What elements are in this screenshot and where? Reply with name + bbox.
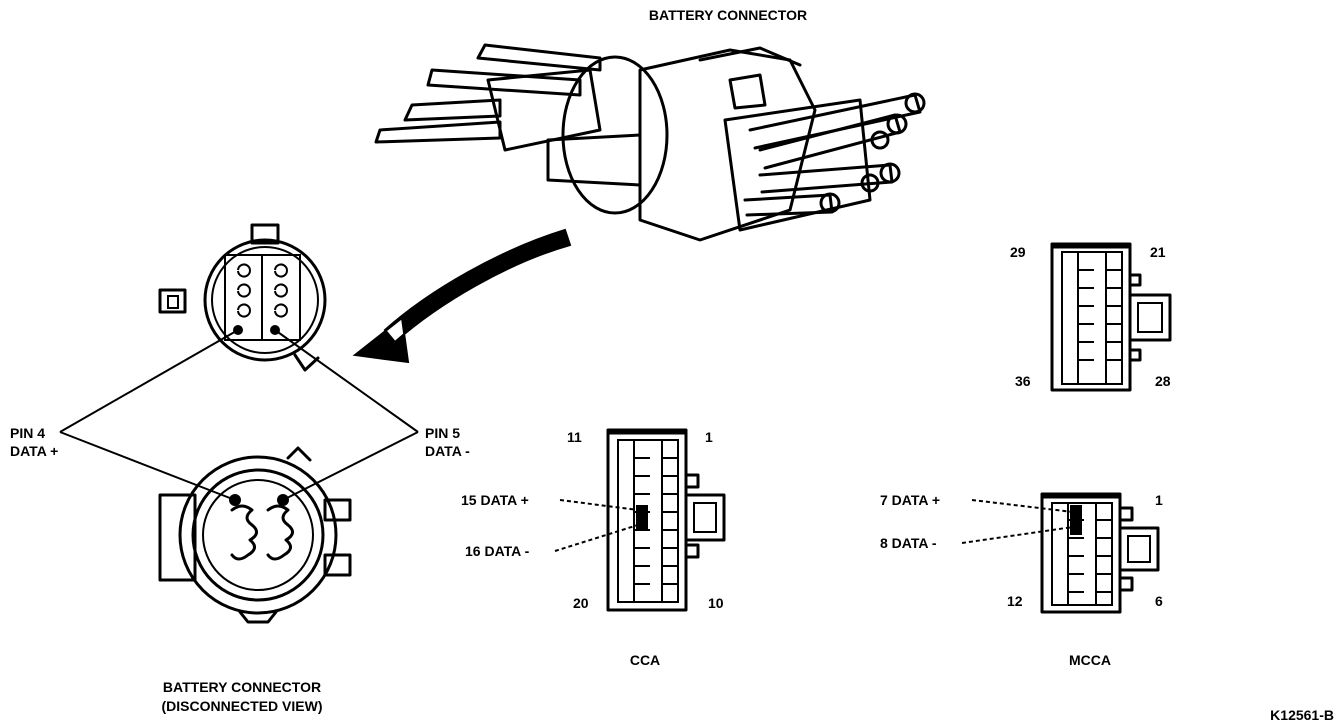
mcca-leader-lines — [961, 499, 1074, 544]
mcca-caption: MCCA — [1069, 652, 1111, 668]
round-connector-top-view — [158, 223, 327, 372]
cca-pin-10: 10 — [708, 595, 724, 611]
cca-pin-1: 1 — [705, 429, 713, 445]
mcca-pin-1: 1 — [1155, 492, 1163, 508]
battery-connector-illustration — [374, 43, 926, 242]
cca-data-minus-label: 16 DATA - — [465, 543, 530, 559]
figure-id: K12561-B — [1270, 707, 1334, 723]
pin5-label: PIN 5 — [425, 425, 460, 441]
cca-caption: CCA — [630, 652, 660, 668]
pin5-data-label: DATA - — [425, 443, 470, 459]
diagram-title: BATTERY CONNECTOR — [649, 7, 807, 23]
mcca-pin-6: 6 — [1155, 593, 1163, 609]
cca-leader-lines — [554, 499, 639, 552]
cca-connector — [606, 428, 726, 612]
battery-connector-caption-line2: (DISCONNECTED VIEW) — [162, 698, 323, 714]
upper-pin-29: 29 — [1010, 244, 1026, 260]
cca-data-plus-label: 15 DATA + — [461, 492, 529, 508]
cca-pin-11: 11 — [567, 429, 582, 445]
mcca-data-plus-label: 7 DATA + — [880, 492, 940, 508]
pin4-data-label: DATA + — [10, 443, 58, 459]
mcca-connector — [1040, 492, 1160, 614]
mcca-data-minus-label: 8 DATA - — [880, 535, 937, 551]
pin4-label: PIN 4 — [10, 425, 45, 441]
upper-pin-36: 36 — [1015, 373, 1031, 389]
round-connector-disconnected-view — [158, 446, 352, 624]
curved-arrow-icon — [352, 228, 572, 364]
cca-pin-20: 20 — [573, 595, 589, 611]
mcca-pin-12: 12 — [1007, 593, 1023, 609]
upper-pin-28: 28 — [1155, 373, 1171, 389]
upper-pin-21: 21 — [1150, 244, 1166, 260]
battery-connector-caption-line1: BATTERY CONNECTOR — [163, 679, 321, 695]
pin-leader-lines — [59, 329, 419, 501]
upper-rect-connector — [1050, 242, 1172, 392]
